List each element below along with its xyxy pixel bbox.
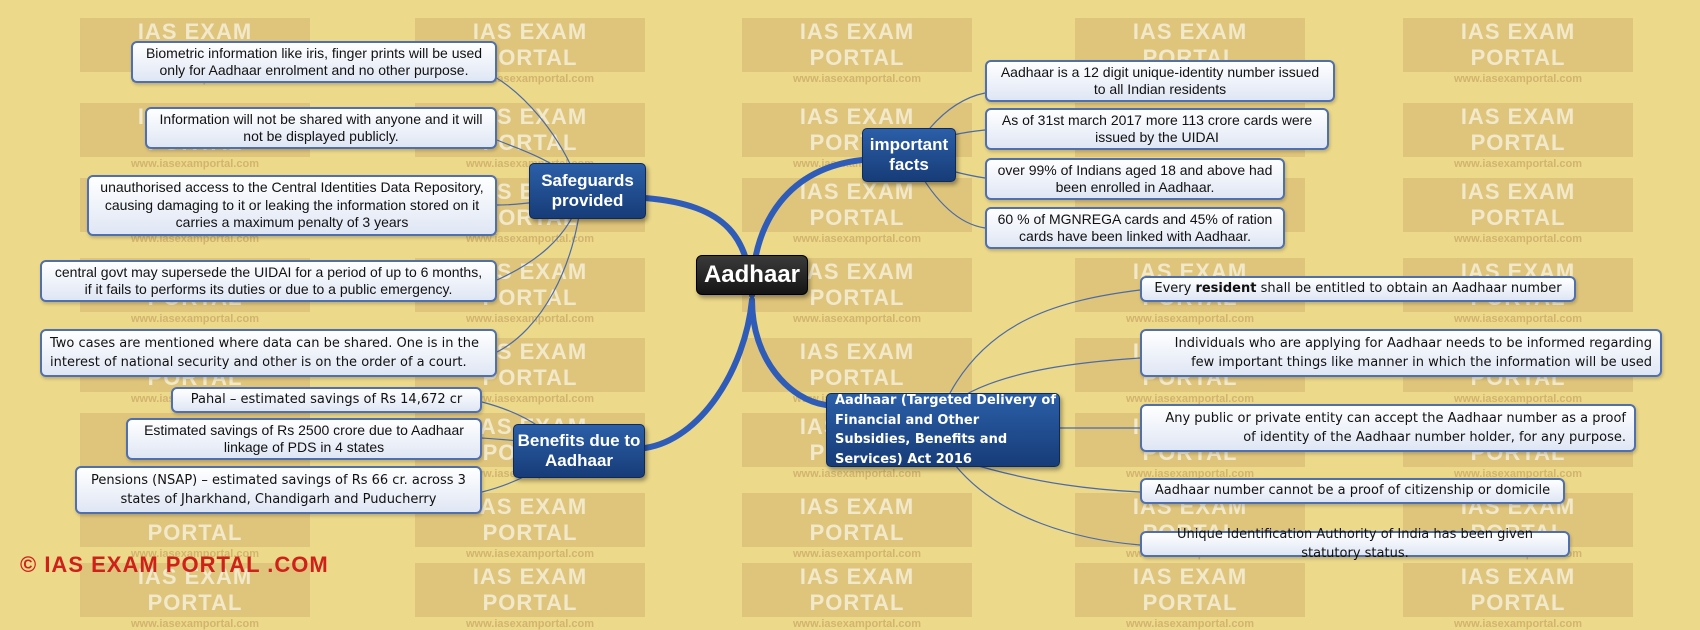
branch-benefits: Benefits due to Aadhaar bbox=[513, 424, 645, 478]
fact-text: over 99% of Indians aged 18 and above ha… bbox=[997, 161, 1273, 196]
leaf-line bbox=[964, 357, 1141, 396]
branch-act-label: Aadhaar (Targeted Delivery of Financial … bbox=[835, 393, 1056, 467]
fact-text: 60 % of MGNREGA cards and 45% of ration … bbox=[997, 210, 1273, 245]
watermark-url: www.iasexamportal.com bbox=[131, 158, 259, 170]
act-item-1-bold: resident bbox=[1195, 281, 1257, 297]
watermark-url: www.iasexamportal.com bbox=[466, 73, 594, 85]
watermark-url: www.iasexamportal.com bbox=[1126, 618, 1254, 630]
branch-important-facts: important facts bbox=[862, 128, 956, 182]
watermark-url: www.iasexamportal.com bbox=[1454, 313, 1582, 325]
act-item-1-post: shall be entitled to obtain an Aadhaar n… bbox=[1256, 281, 1562, 297]
fact-item: 60 % of MGNREGA cards and 45% of ration … bbox=[985, 207, 1285, 249]
leaf-line bbox=[949, 289, 1141, 394]
branch-line-benefits bbox=[642, 297, 755, 451]
safeguard-text: unauthorised access to the Central Ident… bbox=[100, 179, 484, 231]
benefit-item: Pensions (NSAP) – estimated savings of R… bbox=[75, 466, 482, 514]
safeguard-text: central govt may supersede the UIDAI for… bbox=[54, 263, 483, 298]
act-text: Any public or private entity can accept … bbox=[1165, 410, 1626, 446]
safeguard-item: Two cases are mentioned where data can b… bbox=[40, 329, 497, 377]
watermark-title: IAS EXAM PORTAL bbox=[1403, 178, 1633, 232]
watermark-url: www.iasexamportal.com bbox=[131, 233, 259, 245]
watermark-url: www.iasexamportal.com bbox=[1454, 393, 1582, 405]
benefit-item: Estimated savings of Rs 2500 crore due t… bbox=[126, 418, 482, 460]
act-item-1-text: Every resident shall be entitled to obta… bbox=[1154, 279, 1561, 299]
fact-item: over 99% of Indians aged 18 and above ha… bbox=[985, 158, 1285, 200]
watermark-url: www.iasexamportal.com bbox=[131, 313, 259, 325]
watermark-url: www.iasexamportal.com bbox=[1126, 468, 1254, 480]
watermark-url: www.iasexamportal.com bbox=[466, 393, 594, 405]
watermark-title: IAS EXAM PORTAL bbox=[742, 18, 972, 72]
central-topic-aadhaar: Aadhaar bbox=[696, 255, 808, 295]
watermark-title: IAS EXAM PORTAL bbox=[742, 493, 972, 547]
fact-text: Aadhaar is a 12 digit unique-identity nu… bbox=[1000, 63, 1320, 98]
watermark-url: www.iasexamportal.com bbox=[466, 548, 594, 560]
benefit-item: Pahal – estimated savings of Rs 14,672 c… bbox=[171, 387, 482, 413]
branch-line-act bbox=[749, 297, 829, 408]
watermark-url: www.iasexamportal.com bbox=[1454, 73, 1582, 85]
safeguard-text: Biometric information like iris, finger … bbox=[145, 44, 483, 79]
watermark-title: IAS EXAM PORTAL bbox=[1403, 103, 1633, 157]
safeguard-text: Two cases are mentioned where data can b… bbox=[50, 335, 479, 371]
safeguard-item: central govt may supersede the UIDAI for… bbox=[40, 260, 497, 302]
act-text: Individuals who are applying for Aadhaar… bbox=[1174, 335, 1652, 371]
watermark-url: www.iasexamportal.com bbox=[793, 618, 921, 630]
fact-text: As of 31st march 2017 more 113 crore car… bbox=[1001, 111, 1313, 146]
watermark-url: www.iasexamportal.com bbox=[1454, 233, 1582, 245]
safeguard-item: Biometric information like iris, finger … bbox=[131, 41, 497, 83]
leaf-line bbox=[954, 464, 1141, 546]
central-topic-label: Aadhaar bbox=[703, 261, 801, 288]
act-item: Every resident shall be entitled to obta… bbox=[1140, 276, 1576, 302]
watermark-url: www.iasexamportal.com bbox=[1126, 313, 1254, 325]
watermark-url: www.iasexamportal.com bbox=[131, 548, 259, 560]
fact-item: Aadhaar is a 12 digit unique-identity nu… bbox=[985, 60, 1335, 102]
watermark-url: www.iasexamportal.com bbox=[793, 73, 921, 85]
watermark-url: www.iasexamportal.com bbox=[793, 548, 921, 560]
branch-facts-label: important facts bbox=[869, 134, 949, 174]
branch-aadhaar-act-2016: Aadhaar (Targeted Delivery of Financial … bbox=[826, 393, 1060, 467]
leaf-line bbox=[496, 191, 583, 353]
watermark-url: www.iasexamportal.com bbox=[1454, 468, 1582, 480]
branch-safeguards-label: Safeguards provided bbox=[541, 170, 634, 210]
safeguard-item: Information will not be shared with anyo… bbox=[145, 107, 497, 149]
act-item: Any public or private entity can accept … bbox=[1140, 404, 1636, 452]
branch-safeguards: Safeguards provided bbox=[529, 163, 646, 219]
branch-benefits-label: Benefits due to Aadhaar bbox=[517, 430, 641, 470]
watermark-url: www.iasexamportal.com bbox=[793, 313, 921, 325]
benefit-text: Pahal – estimated savings of Rs 14,672 c… bbox=[190, 392, 463, 408]
benefit-text: Pensions (NSAP) – estimated savings of R… bbox=[91, 472, 466, 508]
safeguard-item: unauthorised access to the Central Ident… bbox=[87, 175, 497, 236]
watermark-url: www.iasexamportal.com bbox=[466, 313, 594, 325]
copyright-label: © IAS EXAM PORTAL .COM bbox=[20, 552, 329, 577]
fact-item: As of 31st march 2017 more 113 crore car… bbox=[985, 108, 1329, 150]
watermark-url: www.iasexamportal.com bbox=[793, 233, 921, 245]
act-text: Aadhaar number cannot be a proof of citi… bbox=[1154, 483, 1551, 499]
watermark-url: www.iasexamportal.com bbox=[1126, 393, 1254, 405]
act-item: Unique Identification Authority of India… bbox=[1140, 527, 1570, 561]
watermark-url: www.iasexamportal.com bbox=[1454, 158, 1582, 170]
act-text: Unique Identification Authority of India… bbox=[1177, 526, 1533, 562]
watermark-url: www.iasexamportal.com bbox=[1454, 618, 1582, 630]
watermark-title: IAS EXAM PORTAL bbox=[1403, 18, 1633, 72]
benefit-text: Estimated savings of Rs 2500 crore due t… bbox=[144, 421, 464, 456]
act-item-1-pre: Every bbox=[1154, 281, 1196, 297]
act-item: Aadhaar number cannot be a proof of citi… bbox=[1140, 478, 1565, 504]
safeguard-text: Information will not be shared with anyo… bbox=[159, 110, 483, 145]
watermark-url: www.iasexamportal.com bbox=[131, 618, 259, 630]
leaf-line bbox=[964, 461, 1141, 493]
watermark-url: www.iasexamportal.com bbox=[793, 468, 921, 480]
watermark-title: IAS EXAM PORTAL bbox=[415, 493, 645, 547]
watermark-url: www.iasexamportal.com bbox=[466, 233, 594, 245]
act-item: Individuals who are applying for Aadhaar… bbox=[1140, 329, 1662, 377]
watermark-url: www.iasexamportal.com bbox=[466, 618, 594, 630]
